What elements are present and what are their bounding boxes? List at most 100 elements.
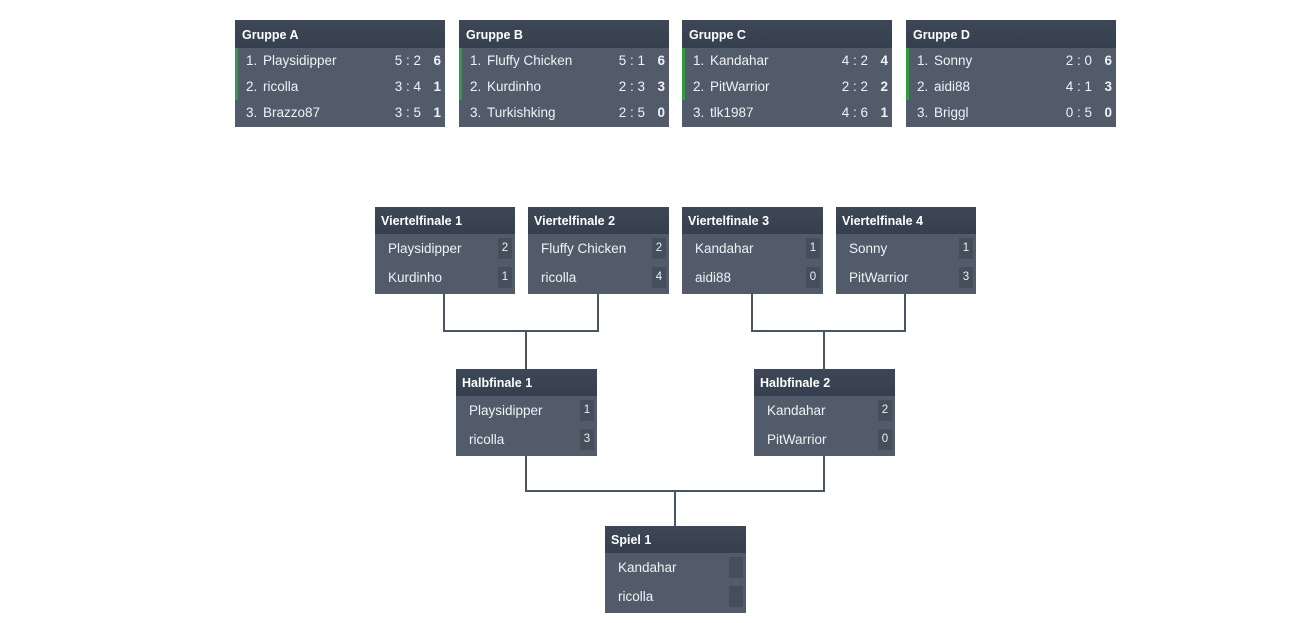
standings-row: 1. Fluffy Chicken 5 : 1 6 <box>459 48 669 74</box>
goal-score: 5 : 1 <box>618 53 645 68</box>
match-score: 1 <box>498 267 512 288</box>
quarterfinal-1-match[interactable]: Viertelfinale 1 Playsidipper 2 Kurdinho … <box>375 207 515 294</box>
connector-line <box>823 330 825 369</box>
rank: 3. <box>470 105 482 120</box>
match-score: 2 <box>878 400 892 421</box>
match-score: 4 <box>652 267 666 288</box>
semifinal-1-match[interactable]: Halbfinale 1 Playsidipper 1 ricolla 3 <box>456 369 597 456</box>
group-title: Gruppe C <box>682 20 892 48</box>
goal-score: 2 : 5 <box>618 105 645 120</box>
match-player-row: Kurdinho 1 <box>375 263 515 292</box>
match-player-row: Playsidipper 1 <box>456 396 597 425</box>
match-score: 1 <box>806 238 820 259</box>
points: 3 <box>657 79 665 94</box>
standings-row: 2. ricolla 3 : 4 1 <box>235 74 445 100</box>
match-score: 2 <box>652 238 666 259</box>
points: 4 <box>880 53 888 68</box>
standings-row: 1. Playsidipper 5 : 2 6 <box>235 48 445 74</box>
connector-line <box>674 490 676 526</box>
rank: 2. <box>470 79 482 94</box>
goal-score: 3 : 5 <box>394 105 421 120</box>
points: 6 <box>657 53 665 68</box>
player-name: Sonny <box>849 241 888 256</box>
goal-score: 3 : 4 <box>394 79 421 94</box>
goal-score: 4 : 6 <box>841 105 868 120</box>
match-player-row: Sonny 1 <box>836 234 976 263</box>
semifinal-2-match[interactable]: Halbfinale 2 Kandahar 2 PitWarrior 0 <box>754 369 895 456</box>
match-score <box>729 586 743 607</box>
standings-row: 1. Kandahar 4 : 2 4 <box>682 48 892 74</box>
match-score: 1 <box>580 400 594 421</box>
connector-line <box>904 293 906 331</box>
match-score: 2 <box>498 238 512 259</box>
group-b-table: Gruppe B 1. Fluffy Chicken 5 : 1 6 2. Ku… <box>459 20 669 127</box>
rank: 1. <box>246 53 258 68</box>
match-player-row: aidi88 0 <box>682 263 823 292</box>
player-name: PitWarrior <box>849 270 909 285</box>
group-title: Gruppe A <box>235 20 445 48</box>
points: 3 <box>1104 79 1112 94</box>
player-name: Fluffy Chicken <box>487 53 573 68</box>
match-title: Spiel 1 <box>605 526 746 553</box>
match-player-row: Kandahar 2 <box>754 396 895 425</box>
points: 6 <box>1104 53 1112 68</box>
group-title: Gruppe D <box>906 20 1116 48</box>
quarterfinal-3-match[interactable]: Viertelfinale 3 Kandahar 1 aidi88 0 <box>682 207 823 294</box>
group-d-table: Gruppe D 1. Sonny 2 : 0 6 2. aidi88 4 : … <box>906 20 1116 127</box>
connector-line <box>443 330 599 332</box>
match-player-row: Kandahar <box>605 553 746 582</box>
player-name: Brazzo87 <box>263 105 321 120</box>
match-title: Viertelfinale 2 <box>528 207 669 234</box>
match-title: Halbfinale 1 <box>456 369 597 396</box>
player-name: PitWarrior <box>710 79 770 94</box>
player-name: aidi88 <box>695 270 732 285</box>
match-score: 0 <box>878 429 892 450</box>
player-name: Kandahar <box>618 560 677 575</box>
points: 0 <box>1104 105 1112 120</box>
rank: 2. <box>917 79 929 94</box>
connector-line <box>823 455 825 491</box>
player-name: ricolla <box>469 432 505 447</box>
player-name: Kandahar <box>710 53 769 68</box>
player-name: Turkishking <box>487 105 556 120</box>
player-name: Briggl <box>934 105 969 120</box>
points: 1 <box>433 105 441 120</box>
goal-score: 2 : 0 <box>1065 53 1092 68</box>
player-name: aidi88 <box>934 79 971 94</box>
goal-score: 2 : 2 <box>841 79 868 94</box>
player-name: ricolla <box>263 79 299 94</box>
points: 1 <box>880 105 888 120</box>
player-name: Playsidipper <box>469 403 543 418</box>
match-player-row: ricolla 4 <box>528 263 669 292</box>
standings-row: 1. Sonny 2 : 0 6 <box>906 48 1116 74</box>
goal-score: 5 : 2 <box>394 53 421 68</box>
match-score: 3 <box>580 429 594 450</box>
quarterfinal-2-match[interactable]: Viertelfinale 2 Fluffy Chicken 2 ricolla… <box>528 207 669 294</box>
connector-line <box>751 330 906 332</box>
quarterfinal-4-match[interactable]: Viertelfinale 4 Sonny 1 PitWarrior 3 <box>836 207 976 294</box>
player-name: ricolla <box>618 589 654 604</box>
rank: 3. <box>246 105 258 120</box>
match-score <box>729 557 743 578</box>
points: 0 <box>657 105 665 120</box>
standings-row: 3. Brazzo87 3 : 5 1 <box>235 100 445 126</box>
match-title: Halbfinale 2 <box>754 369 895 396</box>
connector-line <box>597 293 599 331</box>
standings-row: 2. PitWarrior 2 : 2 2 <box>682 74 892 100</box>
standings-row: 3. Turkishking 2 : 5 0 <box>459 100 669 126</box>
match-player-row: ricolla 3 <box>456 425 597 454</box>
match-score: 0 <box>806 267 820 288</box>
final-match[interactable]: Spiel 1 Kandahar ricolla <box>605 526 746 613</box>
goal-score: 4 : 2 <box>841 53 868 68</box>
player-name: Kurdinho <box>388 270 443 285</box>
player-name: Kandahar <box>695 241 754 256</box>
match-title: Viertelfinale 3 <box>682 207 823 234</box>
player-name: PitWarrior <box>767 432 827 447</box>
player-name: Playsidipper <box>263 53 337 68</box>
points: 2 <box>880 79 888 94</box>
match-player-row: PitWarrior 0 <box>754 425 895 454</box>
goal-score: 0 : 5 <box>1065 105 1092 120</box>
player-name: Sonny <box>934 53 973 68</box>
goal-score: 2 : 3 <box>618 79 645 94</box>
match-player-row: ricolla <box>605 582 746 611</box>
